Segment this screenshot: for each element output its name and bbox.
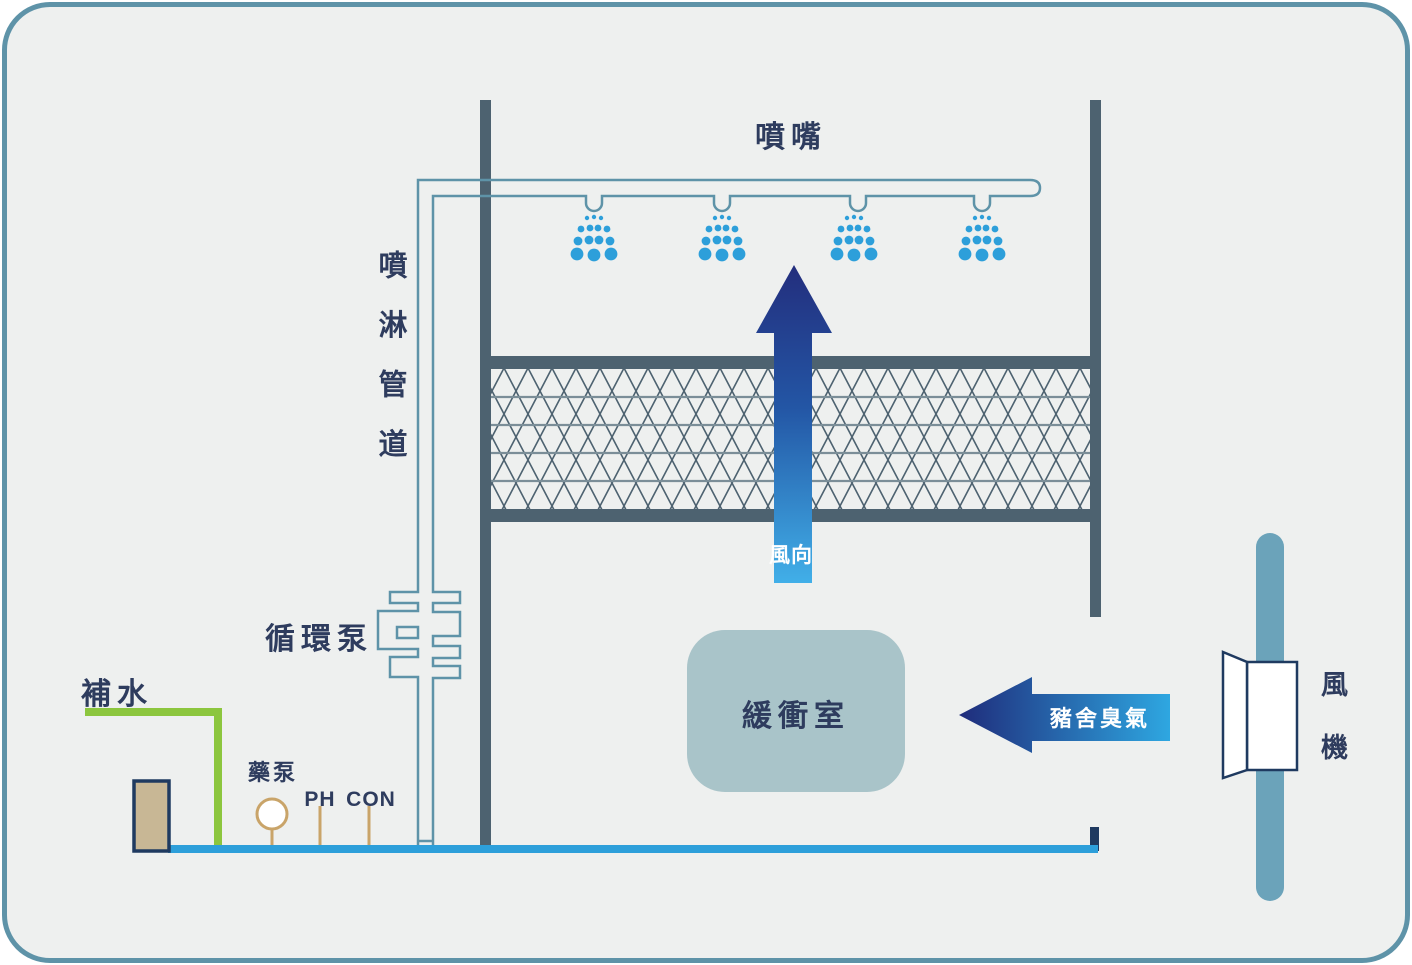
spray-header-pipe [416, 178, 1042, 583]
buffer-room [687, 630, 905, 792]
circulation-pump-symbol [376, 583, 462, 845]
left-wall [480, 100, 491, 845]
pig-house-odor-label: 豬舍臭氣 [1049, 706, 1151, 731]
right-wall-stub [1090, 827, 1099, 851]
spray-droplets [698, 214, 746, 262]
spray-droplets [958, 214, 1006, 262]
spray-droplets [830, 214, 878, 262]
con-label: CON [346, 788, 396, 811]
makeup-water-label: 補水 [81, 678, 153, 711]
fan-label: 風機 [1317, 670, 1347, 797]
fan-housing [1245, 660, 1299, 772]
makeup-water-pipe [85, 708, 222, 845]
odor-inlet-arrow [959, 677, 1170, 753]
buffer-room-label: 緩衝室 [742, 700, 850, 733]
spray-pipe-label: 噴淋管道 [374, 250, 406, 488]
ph-label: PH [304, 788, 336, 811]
water-tank [132, 779, 171, 853]
fan-blade-flap [1221, 650, 1249, 780]
nozzle-label: 噴嘴 [755, 121, 827, 154]
chemical-pump-symbol [255, 797, 289, 831]
chemical-pump-label: 藥泵 [247, 760, 299, 785]
circulation-pump-label: 循環泵 [265, 623, 373, 656]
wind-direction-label: 風向 [769, 544, 813, 567]
airflow-up-arrow [756, 265, 832, 583]
spray-droplets [570, 214, 618, 262]
sump-water-pipe [168, 845, 1098, 853]
